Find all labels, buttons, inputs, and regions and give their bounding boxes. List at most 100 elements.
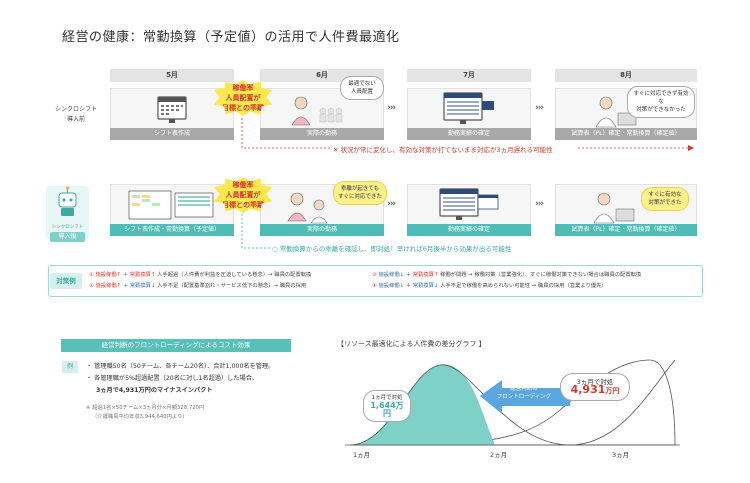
bubble-effective: すぐに有効な 対策ができた xyxy=(641,187,689,211)
cm3-kw2: 常勤換算↑ xyxy=(412,272,439,278)
bubble-not-optimal-line1: 最適でない xyxy=(348,81,376,87)
bubble-responded-line2: すぐに対応できた xyxy=(338,194,383,200)
caption-pl-after: 試算表（PL）確定・常勤換算（確定値） xyxy=(555,224,697,236)
bubble-not-optimal-line2: 人員配置 xyxy=(350,89,373,95)
countermeasure-label: 対策例 xyxy=(50,273,82,289)
row-label-before: シンクロシフト 導入前 xyxy=(45,105,107,125)
right-value-unit: 万円 xyxy=(605,387,620,395)
cm4-kw1: 施設稼働↓ xyxy=(378,283,405,289)
x-label-1m: 1ヵ月 xyxy=(353,451,371,459)
footnote-2: （介護職員平均年収3,944,640円より） xyxy=(92,414,188,420)
after-note-text: 常勤換算からの乖離を確認し、即対処！早ければ6月後半から効果が出る可能性 xyxy=(279,245,512,253)
caption-shift-table: シフト表作成 xyxy=(110,128,234,140)
row-label-before-line2: 導入前 xyxy=(66,116,85,123)
cm2-num: ② xyxy=(89,283,94,289)
burst-after-line2: 人員配置が xyxy=(225,191,261,199)
countermeasure-4: ④ 施設稼働↓ ＋ 常勤換算↓ 人手不足で稼働を高められない可能性 → 職員の採… xyxy=(372,283,607,289)
bubble-couldnt-respond-line1: すぐに対応できず有効な xyxy=(633,91,689,105)
warning-connector xyxy=(241,118,331,149)
example-line2: ・ 各管理職が5%超過配置（20名に対し1名超過）した場合、 xyxy=(86,375,259,382)
cost-diff-graph xyxy=(345,359,680,446)
arrow-label-line2: フロントローディング xyxy=(496,394,552,400)
burst-line3: 目標との乖離 xyxy=(222,104,264,112)
logo-text: シンクロシフト xyxy=(51,225,84,230)
caption-work-record-before: 勤務実績の確定 xyxy=(407,128,531,140)
example-line1: ・ 管理職50名（50チーム、各チーム20名）、合計1,000名を管理。 xyxy=(86,363,275,370)
cm3-num: ③ xyxy=(372,272,377,278)
flow-arrows-5: ››› xyxy=(387,199,396,209)
graph-title: 【リソース最適化による人件費の差分グラフ 】 xyxy=(337,340,486,348)
cm4-kw2: 常勤換算↓ xyxy=(412,283,439,289)
cost-heading: 経営判断のフロントローディングによるコスト効果 xyxy=(61,339,291,352)
bubble-not-optimal: 最適でない 人員配置 xyxy=(340,76,384,100)
caption-actual-work-after: 実際の勤務 xyxy=(260,224,384,236)
right-value: 4,931 xyxy=(570,383,606,396)
warning-connector-right xyxy=(578,145,694,151)
robot-icon xyxy=(58,186,77,216)
left-cost-area xyxy=(350,364,495,445)
example-label: 例 xyxy=(62,361,78,373)
arrow-label-line1: 経営判断の xyxy=(510,386,538,392)
burst-line1: 稼働率 xyxy=(232,84,254,92)
warning-text: 状況が常に変化し、有効な対策が打てないまま対応が3ヵ月遅れる可能性 xyxy=(340,146,553,154)
right-value-bubble: 3ヵ月で対処 4,931万円 xyxy=(560,373,630,401)
cm2-text: 人手不足（配置基準割れ・サービス低下の懸念）→ 職員の採用 xyxy=(157,283,307,289)
staff-pair-illustration xyxy=(287,192,328,224)
monitor-icon xyxy=(443,92,494,124)
right-value-label: 3ヵ月で対処 xyxy=(576,378,614,386)
cm2-kw2: 常勤換算↓ xyxy=(129,283,156,289)
cm2-kw1: 施設稼働↑ xyxy=(95,283,122,289)
bubble-effective-line2: 対策ができた xyxy=(648,200,682,206)
x-mark-icon: ✕ xyxy=(333,146,339,154)
burst-line2: 人員配置が xyxy=(225,94,261,102)
after-note: ○ 常勤換算からの乖離を確認し、即対処！早ければ6月後半から効果が出る可能性 xyxy=(272,243,511,253)
bubble-responded: 乖離が起きても すぐに対応できた xyxy=(333,181,387,205)
synchroshift-logo: シンクロシフト 導入後 xyxy=(46,186,89,242)
caption-pl-before: 試算表（PL）確定・常勤換算（確定値） xyxy=(555,128,697,140)
row-label-before-line1: シンクロシフト xyxy=(54,106,97,113)
countermeasure-1: ① 施設稼働↑ ＋ 常勤換算↑ 人手超過（人件費が利益を圧迫している懸念）→ 職… xyxy=(89,272,312,278)
calendar-icon xyxy=(157,96,187,123)
cm4-text: 人手不足で稼働を高められない可能性 → 職員の採用（営業より優先） xyxy=(440,283,607,289)
month-header-may: 5月 xyxy=(110,69,234,82)
cm3-kw1: 施設稼働↓ xyxy=(378,272,405,278)
staff-illustration xyxy=(291,96,343,126)
bubble-couldnt-respond: すぐに対応できず有効な 対策ができなかった xyxy=(627,86,695,118)
countermeasure-3: ③ 施設稼働↓ ＋ 常勤換算↑ 稼働が問題 → 稼働対策（営業強化）、すぐに稼働… xyxy=(372,272,642,278)
month-header-august: 8月 xyxy=(555,69,697,82)
flow-arrows-6: ››› xyxy=(535,199,544,209)
circle-icon: ○ xyxy=(272,245,278,253)
cm4-num: ④ xyxy=(372,283,377,289)
bubble-couldnt-respond-line2: 対策ができなかった xyxy=(636,107,686,113)
left-value: 1,644万円 xyxy=(370,401,404,418)
cm3-text: 稼働が問題 → 稼働対策（営業強化）、すぐに稼働対策できない場合は職員の配置転換 xyxy=(440,272,642,278)
page-title: 経営の健康：常勤換算（予定値）の活用で人件費最適化 xyxy=(62,30,400,45)
bubble-responded-line1: 乖離が起きても xyxy=(340,186,380,192)
caption-actual-work-before: 実際の勤務 xyxy=(260,128,384,140)
caption-work-record-after: 勤務実績の確定 xyxy=(407,224,531,236)
bubble-effective-line1: すぐに有効な xyxy=(648,192,682,198)
frontloading-arrow xyxy=(480,380,570,414)
burst-after-line1: 稼働率 xyxy=(232,181,254,189)
warning-note: ✕ 状況が常に変化し、有効な対策が打てないまま対応が3ヵ月遅れる可能性 xyxy=(333,144,553,154)
arrow-label: 経営判断の フロントローディング xyxy=(492,385,556,401)
cm1-num: ① xyxy=(89,272,94,278)
monitor-icon-after xyxy=(439,188,499,220)
after-badge: 導入後 xyxy=(50,232,85,242)
example-impact: 3ヵ月で4,931万円のマイナスインパクト xyxy=(96,387,213,394)
note-connector xyxy=(241,214,270,249)
manager-illustration-after xyxy=(593,192,635,224)
countermeasure-2: ② 施設稼働↑ ＋ 常勤換算↓ 人手不足（配置基準割れ・サービス低下の懸念）→ … xyxy=(89,283,307,289)
cm1-kw2: 常勤換算↑ xyxy=(129,272,156,278)
left-value-label: 1ヵ月で対処 xyxy=(371,395,403,401)
cm1-text: 人手超過（人件費が利益を圧迫している懸念）→ 職員の配置転換 xyxy=(157,272,312,278)
left-value-bubble: 1ヵ月で対処 1,644万円 xyxy=(363,390,411,422)
caption-shift-fte: シフト表作成・常勤換算（予定値） xyxy=(110,224,234,236)
flow-arrows-3: ››› xyxy=(535,103,544,113)
x-label-3m: 3ヵ月 xyxy=(612,451,630,459)
month-header-july: 7月 xyxy=(407,69,531,82)
spreadsheet-icon xyxy=(128,190,214,220)
flow-arrows-2: ››› xyxy=(387,103,396,113)
burst-after-line3: 目標との乖離 xyxy=(222,201,264,209)
x-label-2m: 2ヵ月 xyxy=(490,451,508,459)
